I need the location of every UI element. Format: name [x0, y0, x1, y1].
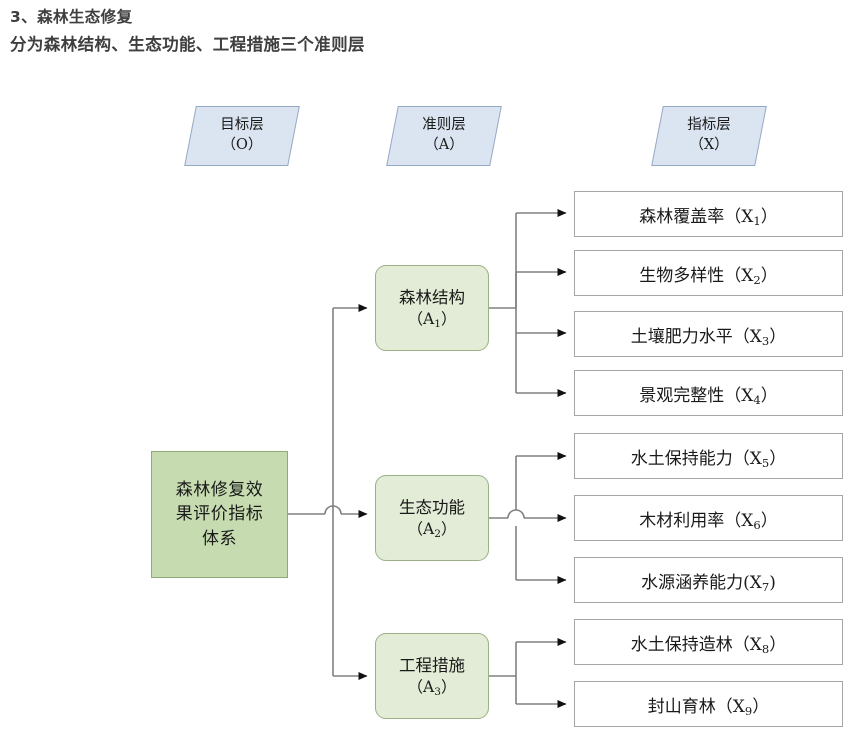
heading-line-1: 3、森林生态修复: [10, 8, 133, 26]
criteria-label: 生态功能: [399, 497, 465, 517]
indicator-label: 封山育林（X9）: [647, 696, 770, 718]
indicator-label: 景观完整性（X4）: [639, 385, 778, 407]
goal-box: 森林修复效 果评价指标 体系: [151, 451, 288, 578]
indicator-box-mountain-closure-forestry: 封山育林（X9）: [574, 681, 843, 727]
indicator-label: 水土保持能力（X5）: [630, 448, 787, 470]
goal-box-text: 森林修复效 果评价指标 体系: [168, 478, 272, 552]
criteria-box-forest-structure: 森林结构 （A1）: [375, 265, 489, 351]
indicator-label: 水源涵养能力(X7): [641, 572, 776, 594]
legend-criteria-layer-title: 准则层: [422, 117, 466, 134]
indicator-box-forest-coverage-rate: 森林覆盖率（X1）: [574, 191, 843, 237]
criteria-label: 工程措施: [399, 655, 465, 675]
criteria-code: （A3）: [407, 677, 457, 698]
indicator-box-water-retention-capacity: 水源涵养能力(X7): [574, 557, 843, 603]
indicator-box-biodiversity: 生物多样性（X2）: [574, 250, 843, 296]
indicator-box-landscape-integrity: 景观完整性（X4）: [574, 370, 843, 416]
indicator-label: 水土保持造林（X8）: [630, 634, 787, 656]
legend-goal-layer-title: 目标层: [220, 117, 264, 134]
legend-goal-layer-text: 目标层 （O）: [190, 106, 294, 166]
indicator-label: 森林覆盖率（X1）: [639, 206, 778, 228]
legend-criteria-layer-text: 准则层 （A）: [392, 106, 496, 166]
criteria-code: （A1）: [407, 309, 457, 330]
legend-criteria-layer: 准则层 （A）: [386, 106, 502, 166]
legend-goal-layer: 目标层 （O）: [184, 106, 300, 166]
criteria-label: 森林结构: [399, 287, 465, 307]
legend-indicator-layer-title: 指标层: [687, 117, 731, 134]
legend-goal-layer-code: （O）: [221, 137, 263, 153]
indicator-box-soil-conservation-forestry: 水土保持造林（X8）: [574, 619, 843, 665]
goal-box-line-2: 果评价指标: [175, 504, 264, 525]
legend-indicator-layer-code: （X）: [689, 137, 729, 153]
criteria-code: （A2）: [407, 519, 457, 540]
criteria-box-ecological-function: 生态功能 （A2）: [375, 475, 489, 561]
legend-indicator-layer-text: 指标层 （X）: [657, 106, 761, 166]
indicator-box-timber-utilization-rate: 木材利用率（X6）: [574, 495, 843, 541]
heading-line-2: 分为森林结构、生态功能、工程措施三个准则层: [10, 35, 365, 54]
indicator-label: 土壤肥力水平（X3）: [630, 326, 787, 348]
legend-criteria-layer-code: （A）: [424, 137, 464, 153]
indicator-box-soil-water-conservation: 水土保持能力（X5）: [574, 433, 843, 479]
indicator-box-soil-fertility-level: 土壤肥力水平（X3）: [574, 311, 843, 357]
indicator-label: 木材利用率（X6）: [639, 510, 778, 532]
indicator-label: 生物多样性（X2）: [639, 265, 778, 287]
criteria-box-engineering-measure: 工程措施 （A3）: [375, 633, 489, 719]
legend-indicator-layer: 指标层 （X）: [651, 106, 767, 166]
goal-box-line-3: 体系: [202, 528, 237, 549]
goal-box-line-1: 森林修复效: [175, 479, 264, 500]
